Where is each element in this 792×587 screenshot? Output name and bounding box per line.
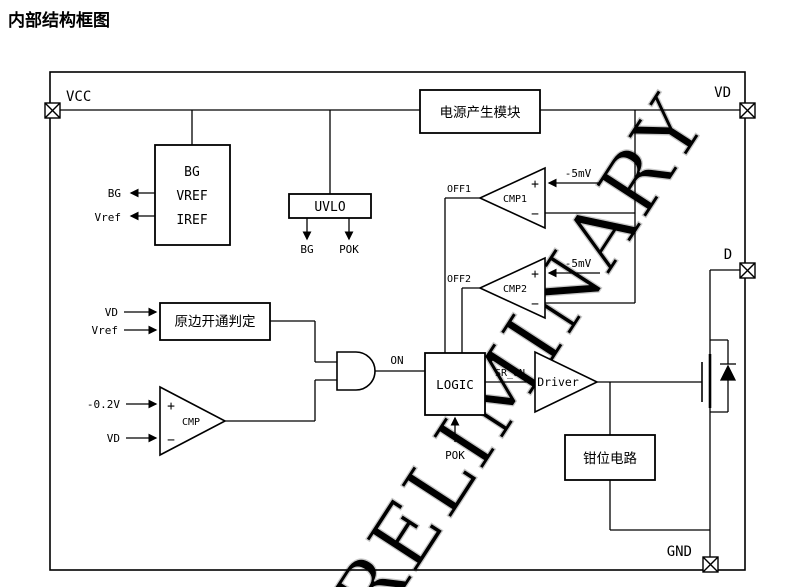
arrow-group: [124, 178, 600, 443]
pin-label-vcc: VCC: [66, 89, 91, 105]
cmp-plus-sign: +: [167, 399, 175, 414]
cmp-triangle: [159, 385, 227, 457]
cmp-inminus-label: VD: [107, 432, 120, 445]
wire-group: [60, 109, 740, 557]
vd-pin: [739, 102, 756, 119]
primary-on-judge-box: [159, 302, 271, 341]
ref-block-box: [154, 144, 231, 246]
uvlo-box: [288, 193, 372, 219]
logic-box: [424, 352, 486, 416]
ref-block-line1: BG: [184, 165, 200, 180]
chip-boundary: [49, 71, 746, 571]
uvlo-label: UVLO: [314, 200, 345, 215]
page-title: 内部结构框图: [8, 10, 110, 30]
uvlo-pok-label: POK: [339, 243, 359, 256]
power-module-label: 电源产生模块: [440, 105, 521, 120]
pin-label-d: D: [724, 247, 732, 263]
cmp-inplus-label: -0.2V: [87, 398, 120, 411]
vref-in-label: Vref: [92, 324, 119, 337]
cmp1-ref-label: -5mV: [565, 167, 592, 180]
driver-label: Driver: [537, 375, 579, 389]
body-diode: [710, 339, 737, 413]
cmp1-label: CMP1: [503, 194, 527, 205]
cmp2-triangle: [478, 256, 546, 320]
power-module-box: [419, 89, 541, 134]
pin-label-gnd: GND: [667, 544, 692, 560]
vref-out-label: Vref: [95, 211, 122, 224]
cmp1-minus-sign: −: [531, 207, 539, 222]
sr-on-label: SR_ON: [495, 368, 525, 379]
and-gate: [336, 351, 376, 391]
logic-label: LOGIC: [436, 377, 474, 392]
cmp-minus-sign: −: [167, 433, 175, 448]
primary-on-judge-label: 原边开通判定: [175, 314, 256, 329]
cmp2-plus-sign: +: [531, 267, 539, 282]
uvlo-bg-label: BG: [300, 243, 313, 256]
pin-label-vd: VD: [714, 85, 731, 101]
clamp-label: 钳位电路: [583, 451, 637, 466]
cmp1-plus-sign: +: [531, 177, 539, 192]
vcc-pin: [44, 102, 61, 119]
driver-triangle: [534, 350, 599, 414]
bg-out-label: BG: [108, 187, 121, 200]
cmp1-out-label: OFF1: [447, 184, 471, 195]
cmp-label: CMP: [182, 417, 200, 428]
gnd-pin: [702, 556, 719, 573]
cmp2-label: CMP2: [503, 284, 527, 295]
ref-block-line3: IREF: [176, 213, 207, 228]
cmp1-triangle: [478, 166, 546, 230]
watermark-text: PRELIMINARY: [283, 79, 727, 587]
cmp2-out-label: OFF2: [447, 274, 471, 285]
clamp-box: [564, 434, 656, 481]
ref-block-line2: VREF: [176, 189, 207, 204]
vd-in-label: VD: [105, 306, 118, 319]
pok-in-label: POK: [445, 449, 465, 462]
cmp2-ref-label: -5mV: [565, 257, 592, 270]
d-pin: [739, 262, 756, 279]
cmp2-minus-sign: −: [531, 297, 539, 312]
mosfet: [701, 354, 712, 408]
on-label: ON: [390, 354, 403, 367]
